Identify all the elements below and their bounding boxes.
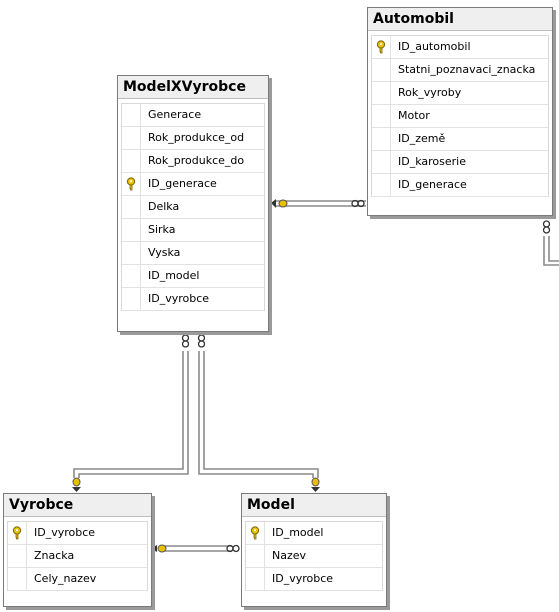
row-selector[interactable] bbox=[122, 196, 141, 218]
column-name: ID_vyrobce bbox=[148, 292, 210, 305]
column-row[interactable]: ID_generace bbox=[122, 173, 264, 196]
relationship-modelxvyrobce-automobil[interactable] bbox=[271, 199, 366, 208]
column-name: ID_karoserie bbox=[398, 155, 466, 168]
row-selector[interactable] bbox=[372, 174, 391, 196]
key-end-icon bbox=[72, 477, 81, 487]
column-row[interactable]: Vyska bbox=[122, 242, 264, 265]
column-name: Nazev bbox=[272, 549, 307, 562]
row-selector[interactable] bbox=[372, 59, 391, 81]
relationship-modelxvyrobce-model[interactable] bbox=[197, 334, 321, 492]
primary-key-icon bbox=[11, 526, 23, 540]
relationship-modelxvyrobce-vyrobce[interactable] bbox=[72, 334, 190, 492]
relationship-automobil-offscreen[interactable] bbox=[542, 220, 559, 266]
row-selector[interactable] bbox=[122, 104, 141, 126]
column-row[interactable]: ID_vyrobce bbox=[122, 288, 264, 311]
column-row[interactable]: Rok_produkce_do bbox=[122, 150, 264, 173]
column-name: Sirka bbox=[148, 223, 176, 236]
column-name: Rok_vyroby bbox=[398, 86, 462, 99]
column-row[interactable]: ID_model bbox=[246, 522, 382, 545]
column-row[interactable]: Generace bbox=[122, 104, 264, 127]
column-row[interactable]: ID_automobil bbox=[372, 36, 548, 59]
column-row[interactable]: Nazev bbox=[246, 545, 382, 568]
column-name: ID_automobil bbox=[398, 40, 471, 53]
row-selector[interactable] bbox=[8, 545, 27, 567]
row-selector[interactable] bbox=[246, 545, 265, 567]
key-end-icon bbox=[157, 544, 167, 553]
column-row[interactable]: ID_vyrobce bbox=[246, 568, 382, 591]
column-name: ID_vyrobce bbox=[34, 526, 96, 539]
row-selector[interactable] bbox=[246, 522, 265, 544]
column-name: Znacka bbox=[34, 549, 75, 562]
row-selector[interactable] bbox=[372, 82, 391, 104]
row-selector[interactable] bbox=[372, 36, 391, 58]
row-selector[interactable] bbox=[246, 568, 265, 590]
row-selector[interactable] bbox=[122, 242, 141, 264]
column-row[interactable]: ID_karoserie bbox=[372, 151, 548, 174]
column-name: Rok_produkce_od bbox=[148, 131, 245, 144]
primary-key-icon bbox=[375, 40, 387, 54]
column-row[interactable]: Znacka bbox=[8, 545, 147, 568]
column-row[interactable]: ID_generace bbox=[372, 174, 548, 197]
key-end-icon bbox=[278, 199, 288, 208]
primary-key-icon bbox=[249, 526, 261, 540]
column-name: Cely_nazev bbox=[34, 572, 97, 585]
row-selector[interactable] bbox=[372, 151, 391, 173]
column-row[interactable]: Cely_nazev bbox=[8, 568, 147, 591]
row-selector[interactable] bbox=[122, 288, 141, 310]
column-name: ID_vyrobce bbox=[272, 572, 334, 585]
column-row[interactable]: Delka bbox=[122, 196, 264, 219]
column-name: Rok_produkce_do bbox=[148, 154, 245, 167]
row-selector[interactable] bbox=[372, 105, 391, 127]
row-selector[interactable] bbox=[8, 568, 27, 590]
primary-key-icon bbox=[125, 177, 137, 191]
column-name: Generace bbox=[148, 108, 202, 121]
column-row[interactable]: Rok_produkce_od bbox=[122, 127, 264, 150]
row-selector[interactable] bbox=[372, 128, 391, 150]
column-name: Vyska bbox=[148, 246, 181, 259]
row-selector[interactable] bbox=[122, 219, 141, 241]
relationship-model-vyrobce[interactable] bbox=[151, 544, 240, 553]
table-title[interactable]: Automobil bbox=[368, 8, 552, 31]
row-selector[interactable] bbox=[122, 265, 141, 287]
column-row[interactable]: Motor bbox=[372, 105, 548, 128]
row-selector[interactable] bbox=[122, 173, 141, 195]
column-row[interactable]: Sirka bbox=[122, 219, 264, 242]
key-end-icon bbox=[311, 477, 320, 487]
row-selector[interactable] bbox=[122, 150, 141, 172]
column-name: ID_model bbox=[272, 526, 324, 539]
column-row[interactable]: ID_země bbox=[372, 128, 548, 151]
column-name: ID_generace bbox=[148, 177, 217, 190]
column-name: Delka bbox=[148, 200, 180, 213]
row-selector[interactable] bbox=[122, 127, 141, 149]
column-name: ID_generace bbox=[398, 178, 467, 191]
table-title[interactable]: Vyrobce bbox=[4, 494, 151, 517]
column-name: ID_model bbox=[148, 269, 200, 282]
table-title[interactable]: ModelXVyrobce bbox=[118, 76, 268, 99]
column-name: Motor bbox=[398, 109, 430, 122]
column-row[interactable]: ID_vyrobce bbox=[8, 522, 147, 545]
column-row[interactable]: ID_model bbox=[122, 265, 264, 288]
table-title[interactable]: Model bbox=[242, 494, 386, 517]
column-row[interactable]: Statni_poznavaci_znacka bbox=[372, 59, 548, 82]
column-name: Statni_poznavaci_znacka bbox=[398, 63, 536, 76]
row-selector[interactable] bbox=[8, 522, 27, 544]
column-name: ID_země bbox=[398, 132, 446, 145]
column-row[interactable]: Rok_vyroby bbox=[372, 82, 548, 105]
